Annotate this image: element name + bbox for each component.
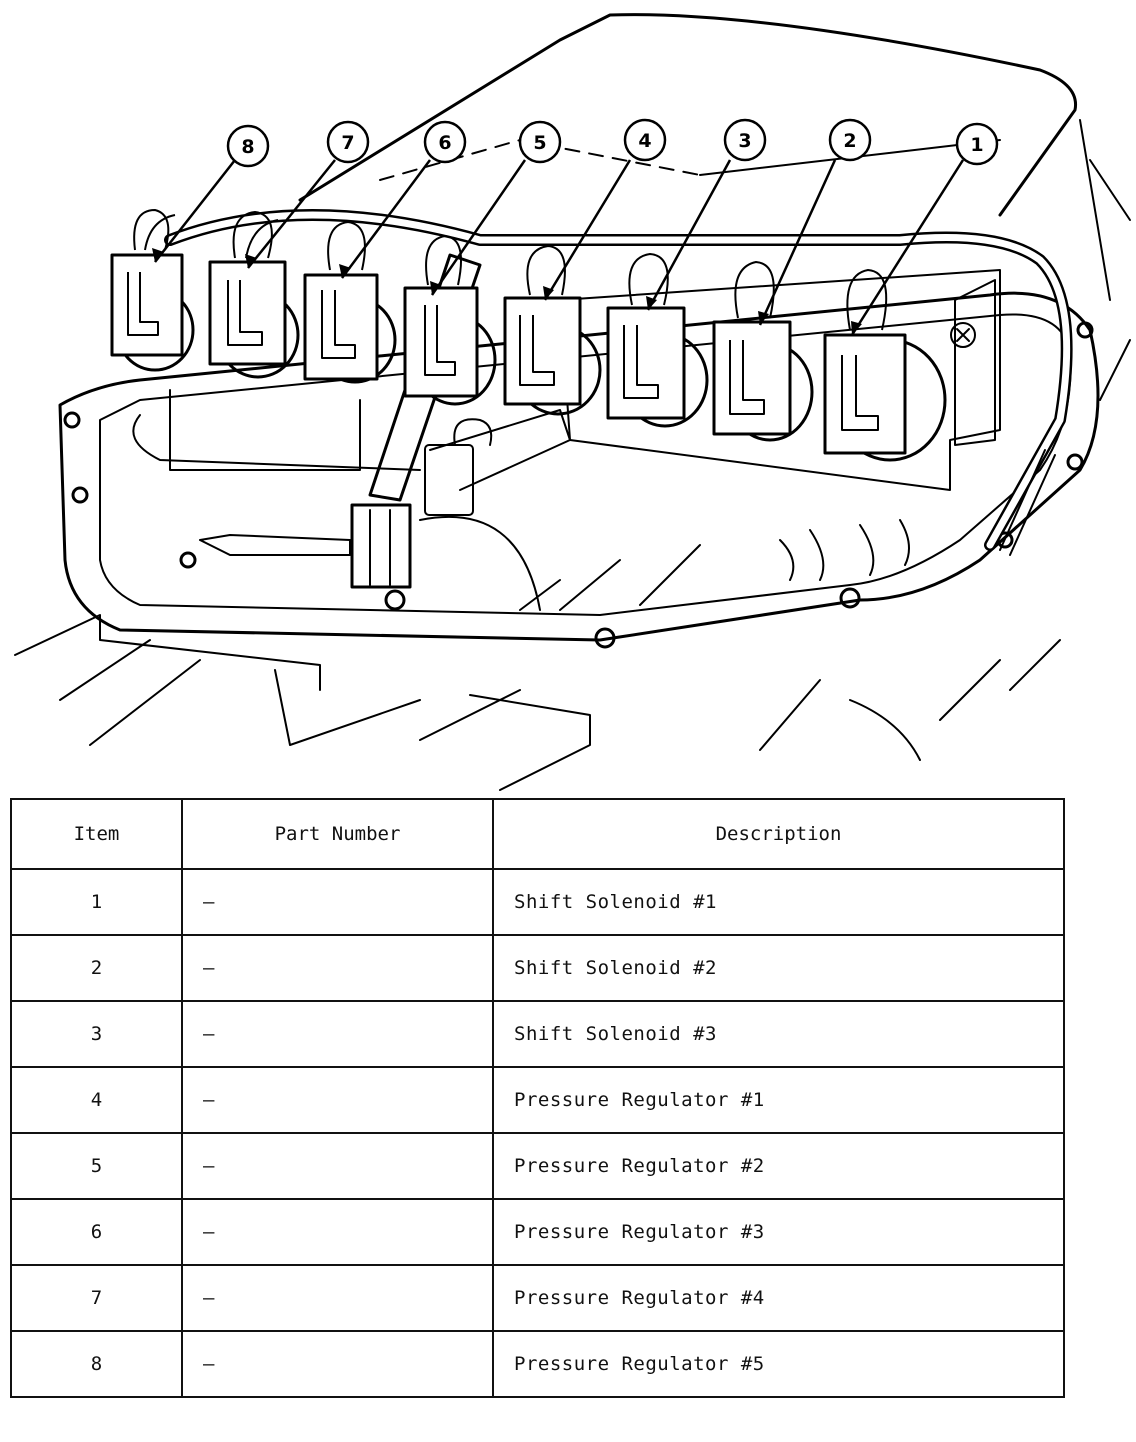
callout-5-circle <box>518 120 562 164</box>
callout-2-label: 2 <box>843 130 856 152</box>
transmission-cover-outline <box>298 13 1078 217</box>
part-number-cell: — <box>181 934 494 1002</box>
solenoid-3 <box>606 253 709 428</box>
parts-table: Item Part Number Description 1 — Shift S… <box>10 798 1065 1398</box>
table-row: 8 — Pressure Regulator #5 <box>10 1330 1065 1398</box>
part-number-cell: — <box>181 1066 494 1134</box>
table-row: 6 — Pressure Regulator #3 <box>10 1198 1065 1266</box>
solenoid-4 <box>503 245 602 416</box>
item-cell: 2 <box>10 934 183 1002</box>
description-cell: Shift Solenoid #2 <box>492 934 1065 1002</box>
description-cell: Pressure Regulator #1 <box>492 1066 1065 1134</box>
callout-8-circle <box>226 124 270 168</box>
callout-3-label: 3 <box>738 130 751 152</box>
solenoid-body-illustration: 8 7 6 5 4 3 2 1 <box>14 13 1131 791</box>
header-item: Item <box>10 798 183 870</box>
solenoid-5 <box>403 235 497 406</box>
callout-8-label: 8 <box>241 136 254 158</box>
table-row: 4 — Pressure Regulator #1 <box>10 1066 1065 1134</box>
table-row: 5 — Pressure Regulator #2 <box>10 1132 1065 1200</box>
description-cell: Shift Solenoid #1 <box>492 868 1065 936</box>
part-number-cell: — <box>181 868 494 936</box>
callout-7-label: 7 <box>341 132 354 154</box>
item-cell: 4 <box>10 1066 183 1134</box>
header-part-number: Part Number <box>181 798 494 870</box>
table-row: 7 — Pressure Regulator #4 <box>10 1264 1065 1332</box>
callout-1-label: 1 <box>970 134 983 156</box>
solenoid-1 <box>823 269 947 462</box>
item-cell: 7 <box>10 1264 183 1332</box>
solenoid-6 <box>303 221 397 384</box>
item-cell: 1 <box>10 868 183 936</box>
item-cell: 6 <box>10 1198 183 1266</box>
part-number-cell: — <box>181 1198 494 1266</box>
solenoid-8 <box>110 209 195 372</box>
callout-3-circle <box>723 118 767 162</box>
description-cell: Shift Solenoid #3 <box>492 1000 1065 1068</box>
description-cell: Pressure Regulator #2 <box>492 1132 1065 1200</box>
part-number-cell: — <box>181 1330 494 1398</box>
item-cell: 5 <box>10 1132 183 1200</box>
callout-4-circle <box>623 118 667 162</box>
table-row: 3 — Shift Solenoid #3 <box>10 1000 1065 1068</box>
callout-6-label: 6 <box>438 132 451 154</box>
callout-4-label: 4 <box>638 130 651 152</box>
oil-pan-rim <box>58 291 1100 642</box>
callout-6-circle <box>423 120 467 164</box>
table-header-row: Item Part Number Description <box>10 798 1065 870</box>
solenoid-7 <box>208 211 300 379</box>
description-cell: Pressure Regulator #3 <box>492 1198 1065 1266</box>
item-cell: 8 <box>10 1330 183 1398</box>
table-row: 2 — Shift Solenoid #2 <box>10 934 1065 1002</box>
part-number-cell: — <box>181 1000 494 1068</box>
callout-5-label: 5 <box>533 132 546 154</box>
item-cell: 3 <box>10 1000 183 1068</box>
description-cell: Pressure Regulator #4 <box>492 1264 1065 1332</box>
header-description: Description <box>492 798 1065 870</box>
solenoid-2 <box>712 261 814 442</box>
part-number-cell: — <box>181 1264 494 1332</box>
callout-2-circle <box>828 118 872 162</box>
callout-7-circle <box>326 120 370 164</box>
callout-1-circle <box>955 122 999 166</box>
description-cell: Pressure Regulator #5 <box>492 1330 1065 1398</box>
table-row: 1 — Shift Solenoid #1 <box>10 868 1065 936</box>
part-number-cell: — <box>181 1132 494 1200</box>
